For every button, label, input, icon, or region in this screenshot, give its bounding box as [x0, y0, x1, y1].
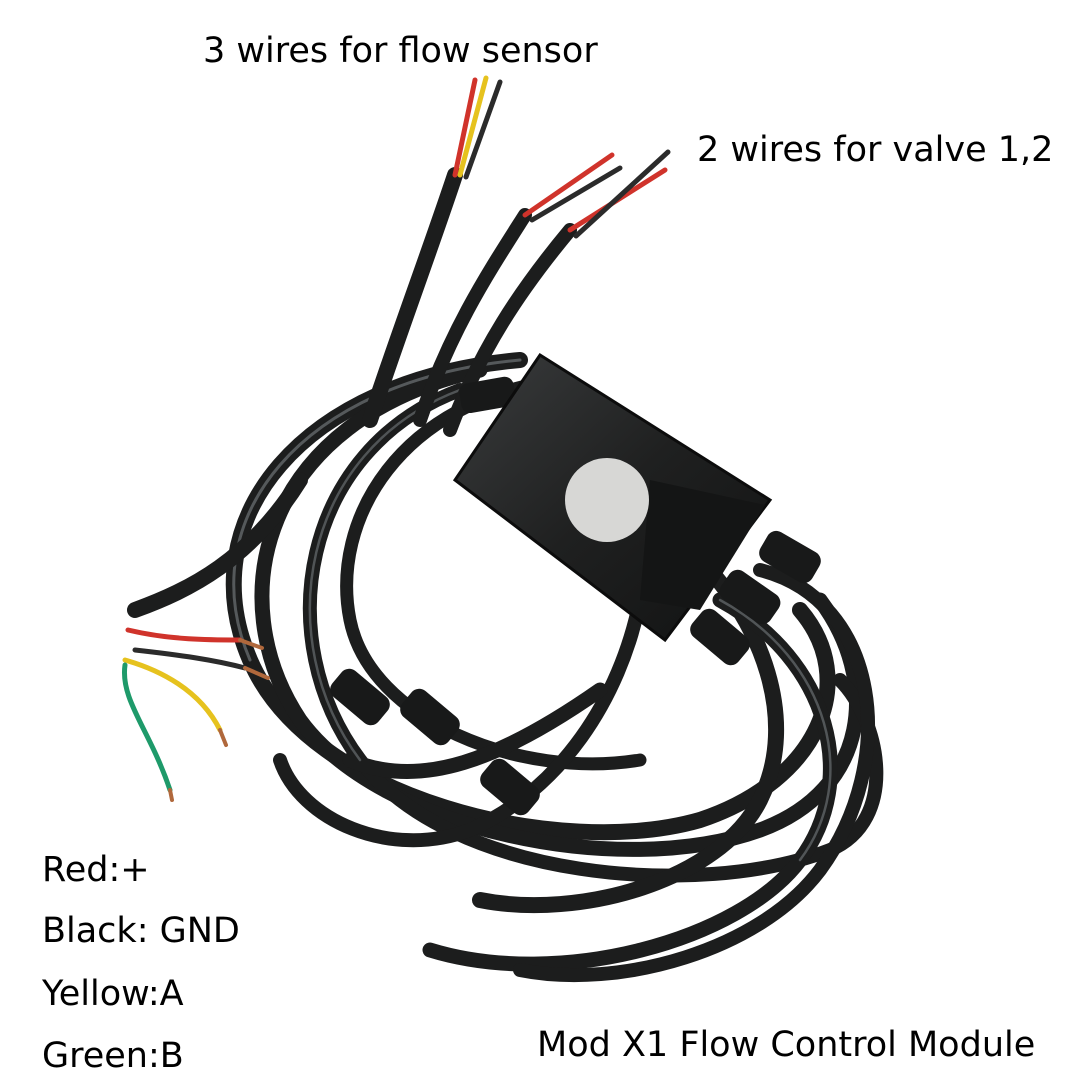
connectors: [330, 376, 821, 816]
legend-green: Green:B: [42, 1036, 184, 1076]
flow-control-module: [452, 352, 773, 643]
legend-yellow: Yellow:A: [42, 974, 184, 1014]
legend-black: Black: GND: [42, 911, 240, 951]
legend-red: Red:+: [42, 850, 150, 890]
flow-sensor-caption: 3 wires for flow sensor: [203, 31, 598, 71]
product-title: Mod X1 Flow Control Module: [537, 1025, 1036, 1065]
lower-leads: [121, 472, 308, 802]
module-label: [565, 458, 649, 542]
upper-leads: [362, 75, 671, 437]
valve-caption: 2 wires for valve 1,2: [697, 130, 1054, 170]
